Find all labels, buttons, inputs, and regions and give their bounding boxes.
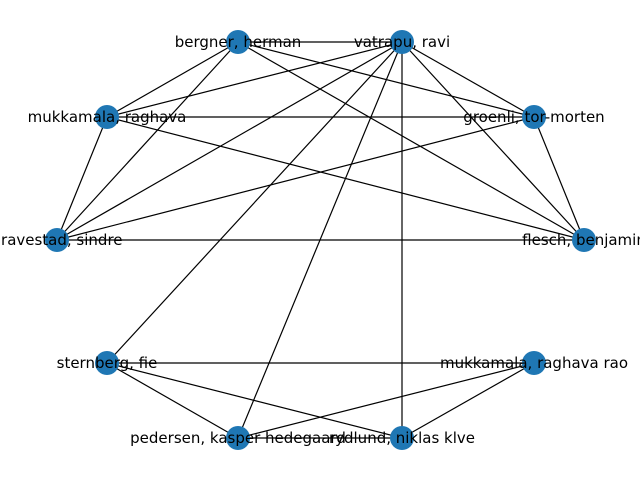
node-label-flesch: flesch, benjamin (522, 231, 640, 249)
edge-sternberg-rydlund (106, 362, 403, 439)
node-sternberg (95, 351, 119, 375)
node-mukkamala (95, 105, 119, 129)
node-gravestad (45, 228, 69, 252)
edge-groenli-flesch (533, 116, 585, 241)
edge-vatrapu-sternberg (106, 41, 403, 364)
edge-groenli-gravestad (56, 116, 535, 241)
node-label-mukkamala: mukkamala, raghava (28, 108, 187, 126)
node-label-pedersen: pedersen, kasper hedegaard (130, 429, 346, 447)
node-label-sternberg: sternberg, fie (57, 354, 158, 372)
node-label-bergner: bergner, herman (175, 33, 302, 51)
nodes-layer (45, 30, 596, 450)
node-vatrapu (390, 30, 414, 54)
edge-mukkamala-flesch (106, 116, 585, 241)
node-groenli (522, 105, 546, 129)
edge-mukkamala_rao-rydlund (401, 362, 535, 439)
edge-bergner-flesch (237, 41, 585, 241)
edge-vatrapu-groenli (401, 41, 535, 118)
node-label-vatrapu: vatrapu, ravi (354, 33, 450, 51)
edge-vatrapu-mukkamala (106, 41, 403, 118)
node-label-gravestad: gravestad, sindre (0, 231, 123, 249)
edge-bergner-gravestad (56, 41, 239, 241)
node-flesch (572, 228, 596, 252)
node-pedersen (226, 426, 250, 450)
node-bergner (226, 30, 250, 54)
edge-bergner-mukkamala (106, 41, 239, 118)
edge-vatrapu-gravestad (56, 41, 403, 241)
node-label-groenli: groenli, tor-morten (463, 108, 604, 126)
edges-layer (56, 41, 585, 439)
labels-layer: bergner, herman vatrapu, ravi mukkamala, r… (0, 33, 640, 447)
edge-mukkamala-gravestad (56, 116, 108, 241)
edge-mukkamala_rao-pedersen (237, 362, 535, 439)
edge-vatrapu-flesch (401, 41, 585, 241)
node-mukkamala_rao (522, 351, 546, 375)
edge-sternberg-pedersen (106, 362, 239, 439)
node-label-mukkamala_rao: mukkamala, raghava rao (440, 354, 628, 372)
node-rydlund (390, 426, 414, 450)
node-label-rydlund: rydlund, niklas klve (329, 429, 475, 447)
